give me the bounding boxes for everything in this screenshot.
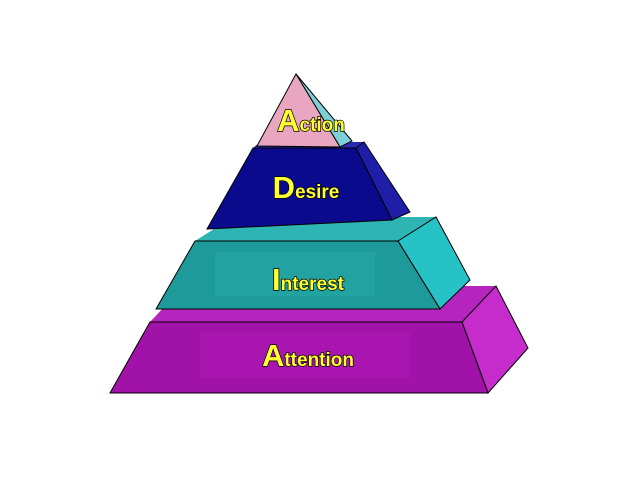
- tier-attention-rest: ttention: [284, 350, 354, 371]
- tier-interest-panel: [215, 252, 375, 296]
- tier-action-label: Action: [277, 103, 345, 138]
- tier-action-front: [256, 72, 341, 148]
- tier-attention-panel: [200, 332, 410, 378]
- tier-desire-label: Desire: [273, 170, 340, 205]
- tier-interest-rest: nterest: [281, 274, 345, 295]
- tier-action-initial: A: [277, 103, 299, 138]
- tier-desire-rest: esire: [295, 182, 339, 203]
- tier-attention: Attention: [109, 285, 529, 394]
- tier-desire: Desire: [206, 141, 411, 230]
- tier-attention-initial: A: [262, 338, 284, 373]
- tier-interest: Interest: [155, 216, 471, 310]
- tier-action: Action: [256, 72, 353, 148]
- tier-desire-front: [206, 147, 393, 230]
- tier-interest-label: Interest: [272, 262, 345, 297]
- tier-attention-label: Attention: [262, 338, 354, 373]
- tier-desire-initial: D: [273, 170, 295, 205]
- tier-action-rest: ction: [300, 115, 345, 136]
- tier-interest-initial: I: [272, 262, 281, 297]
